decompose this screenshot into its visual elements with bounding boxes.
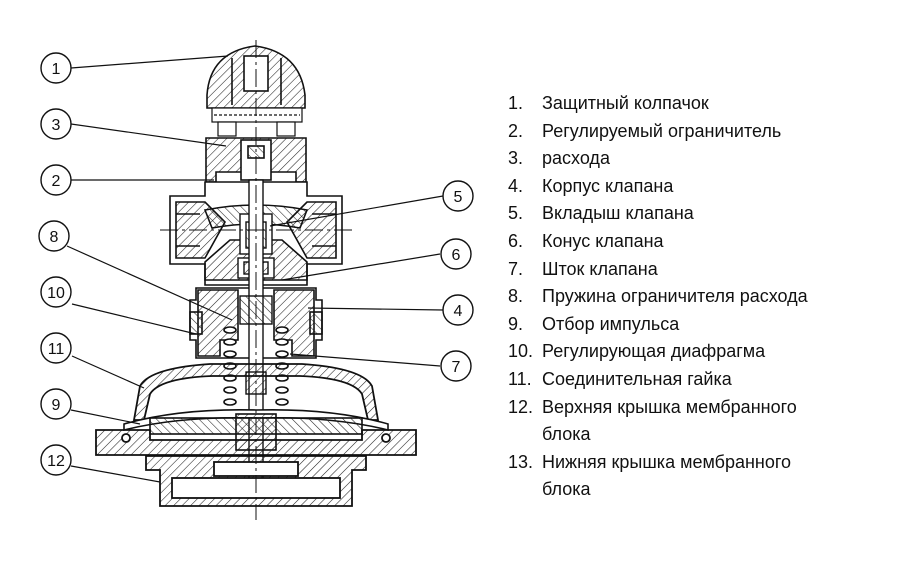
- svg-text:12: 12: [47, 453, 65, 470]
- callout-7: 7: [440, 350, 472, 382]
- legend-number: [508, 421, 542, 449]
- legend-number: [508, 476, 542, 504]
- legend-item: 12. Верхняя крышка мембранного: [508, 394, 893, 422]
- legend-item: 13. Нижняя крышка мембранного: [508, 449, 893, 477]
- callout-4: 4: [442, 294, 474, 326]
- callout-1: 1: [40, 52, 72, 84]
- legend-text: Отбор импульса: [542, 313, 680, 334]
- legend-item: 10. Регулирующая диафрагма: [508, 338, 893, 366]
- svg-text:2: 2: [52, 173, 61, 190]
- legend-text: Нижняя крышка мембранного: [542, 451, 792, 472]
- legend-item: 4. Корпус клапана: [508, 173, 893, 201]
- legend-number: 2.: [508, 120, 524, 141]
- legend-number: 6.: [508, 230, 524, 251]
- svg-text:10: 10: [47, 285, 65, 302]
- legend-number: 8.: [508, 286, 524, 307]
- legend-item: 7. Шток клапана: [508, 256, 893, 284]
- legend-item: 11. Соединительная гайка: [508, 366, 893, 394]
- legend-number: 3.: [508, 148, 524, 169]
- legend-text: Шток клапана: [542, 258, 658, 279]
- legend-item: блока: [508, 476, 893, 504]
- callout-8: 8: [38, 220, 70, 252]
- legend-text: блока: [542, 424, 591, 445]
- valve-cross-section-diagram: 1 3 2 8 10 11 9 12 5 6 4 7: [38, 40, 474, 520]
- callout-12: 12: [40, 444, 72, 476]
- svg-text:4: 4: [454, 303, 463, 320]
- legend-number: 11.: [508, 368, 532, 389]
- legend-number: 1.: [508, 93, 524, 113]
- legend-text: Верхняя крышка мембранного: [542, 396, 797, 417]
- cap-thread: [211, 107, 303, 137]
- legend-number: 5.: [508, 203, 524, 224]
- legend-item: 5. Вкладыш клапана: [508, 200, 893, 228]
- legend-text: Регулируемый ограничитель: [542, 120, 782, 141]
- legend-number: 10.: [508, 341, 534, 362]
- svg-text:7: 7: [452, 359, 461, 376]
- callout-11: 11: [40, 332, 72, 364]
- legend-number: 13.: [508, 451, 534, 472]
- legend-text: Пружина ограничителя расхода: [542, 286, 808, 307]
- svg-text:9: 9: [52, 397, 61, 414]
- legend-number: 12.: [508, 396, 534, 417]
- parts-legend: 1. Защитный колпачок 2. Регулируемый огран…: [508, 90, 893, 504]
- upper-membrane-cover: [95, 429, 417, 456]
- callout-9: 9: [40, 388, 72, 420]
- legend-item: 9. Отбор импульса: [508, 311, 893, 339]
- legend-item: 1. Защитный колпачок: [508, 90, 893, 118]
- callout-10: 10: [40, 276, 72, 308]
- callout-6: 6: [440, 238, 472, 270]
- svg-text:6: 6: [452, 247, 461, 264]
- legend-text: Конус клапана: [542, 230, 664, 251]
- legend-item: 2. Регулируемый ограничитель: [508, 118, 893, 146]
- svg-text:8: 8: [50, 229, 59, 246]
- legend-number: 4.: [508, 175, 524, 196]
- legend-text: Корпус клапана: [542, 175, 674, 196]
- legend-item: блока: [508, 421, 893, 449]
- leader-lines: [66, 55, 444, 483]
- svg-text:11: 11: [48, 341, 65, 358]
- svg-text:3: 3: [52, 117, 61, 134]
- legend-text: Вкладыш клапана: [542, 203, 694, 224]
- legend-item: 3. расхода: [508, 145, 893, 173]
- legend-number: 7.: [508, 258, 524, 279]
- legend-item: 6. Конус клапана: [508, 228, 893, 256]
- callout-2: 2: [40, 164, 72, 196]
- callout-5: 5: [442, 180, 474, 212]
- svg-text:1: 1: [52, 61, 61, 78]
- legend-text: расхода: [542, 148, 610, 169]
- callout-3: 3: [40, 108, 72, 140]
- legend-item: 8. Пружина ограничителя расхода: [508, 283, 893, 311]
- legend-text: Регулирующая диафрагма: [542, 341, 766, 362]
- svg-text:5: 5: [454, 189, 463, 206]
- legend-text: Защитный колпачок: [542, 93, 709, 113]
- legend-number: 9.: [508, 313, 524, 334]
- legend-text: Соединительная гайка: [542, 368, 732, 389]
- legend-text: блока: [542, 479, 591, 500]
